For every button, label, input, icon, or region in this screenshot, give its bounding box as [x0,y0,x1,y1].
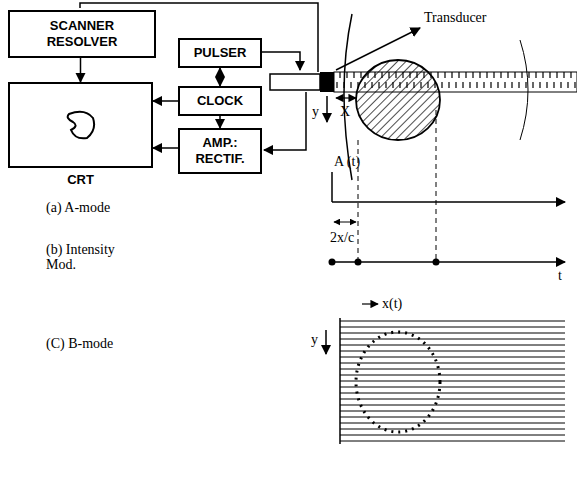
axis-label: y [312,104,319,119]
mode-caption: (b) Intensity Mod. [46,242,142,273]
axis-label: t [558,268,562,283]
crt-screen: CRT [8,82,153,168]
axis-label: x(t) [382,296,402,311]
block-label: SCANNER RESOLVER [34,18,130,49]
axis-label: X [340,104,350,119]
block-label: PULSER [194,45,247,61]
crt-trace [67,112,93,139]
axis-label: A (t) [334,154,360,169]
crt-label: CRT [10,172,151,187]
signal-arrow [219,68,221,86]
block-box: SCANNER RESOLVER [8,10,156,58]
crt-image [61,108,101,142]
signal-arrow [219,116,221,128]
signal-arrow [153,100,178,102]
block-label: CLOCK [197,93,243,109]
mode-caption: (C) B-mode [46,336,113,351]
signal-arrow [80,58,82,82]
mode-caption: (a) A-mode [46,200,110,215]
block-box: CLOCK [178,86,262,116]
axis-label: y [311,332,318,347]
block-label: AMP.: RECTIF. [190,135,250,166]
axis-label: 2x/c [330,230,354,245]
axis-label: Transducer [424,10,486,25]
block-box: PULSER [178,38,262,68]
signal-arrow [153,147,178,149]
block-box: AMP.: RECTIF. [178,128,262,174]
